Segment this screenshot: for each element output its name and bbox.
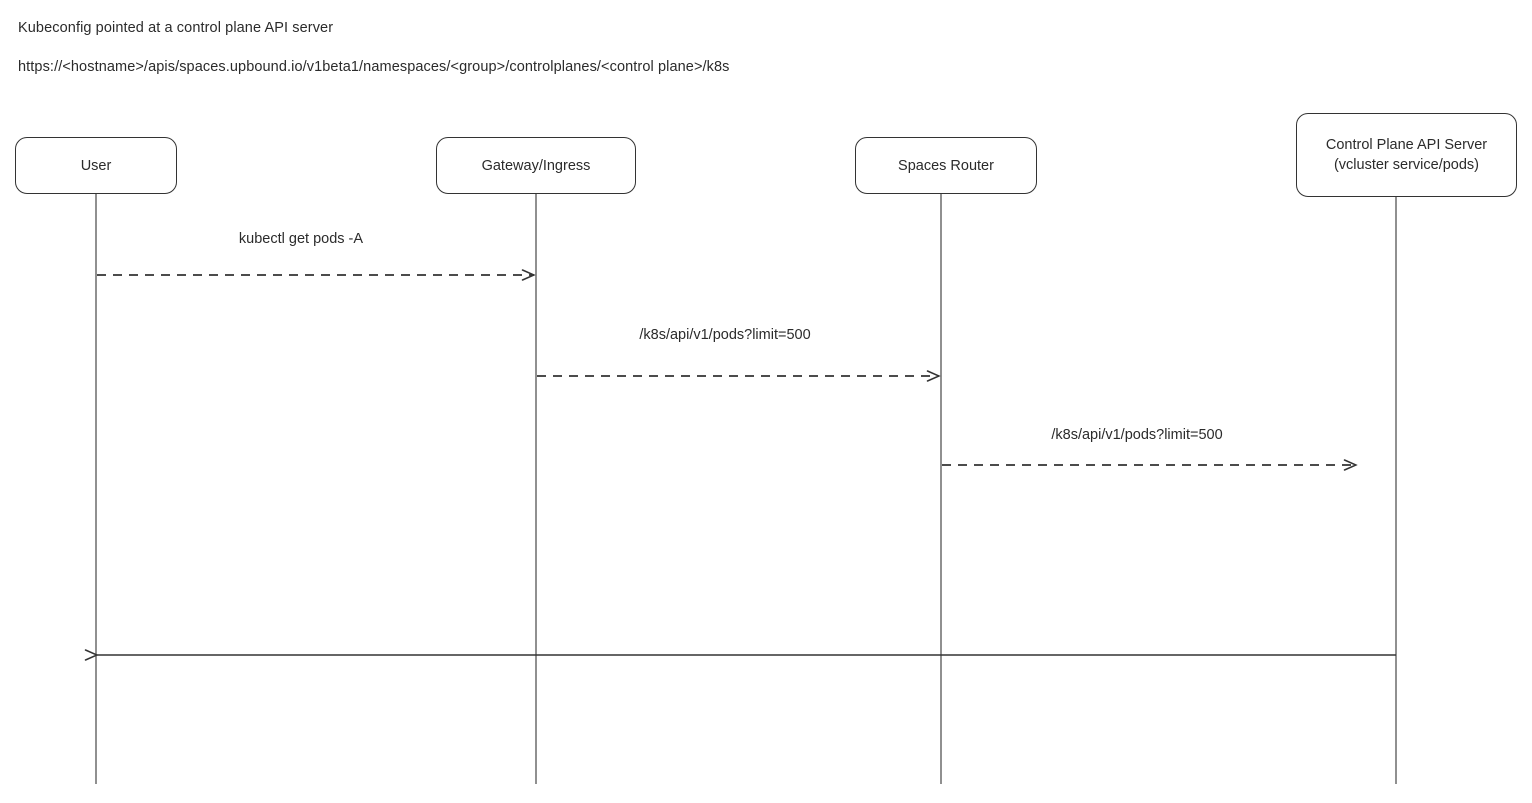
participant-spaces-router[interactable]: Spaces Router — [855, 137, 1037, 194]
message-label-3: /k8s/api/v1/pods?limit=500 — [1051, 427, 1223, 443]
participant-gateway[interactable]: Gateway/Ingress — [436, 137, 636, 194]
message-label-1: kubectl get pods -A — [238, 231, 364, 247]
participant-gateway-label: Gateway/Ingress — [481, 157, 591, 174]
note-api-url: https://<hostname>/apis/spaces.upbound.i… — [18, 59, 730, 75]
participant-user[interactable]: User — [15, 137, 177, 194]
participant-control-plane[interactable]: Control Plane API Server (vcluster servi… — [1296, 113, 1517, 197]
participant-user-label: User — [80, 157, 112, 174]
lifelines — [95, 193, 1397, 784]
participant-control-plane-label: Control Plane API Server (vcluster servi… — [1325, 137, 1488, 173]
participant-spaces-router-label: Spaces Router — [898, 157, 994, 174]
note-kubeconfig: Kubeconfig pointed at a control plane AP… — [18, 20, 334, 36]
message-label-2: /k8s/api/v1/pods?limit=500 — [639, 327, 811, 343]
